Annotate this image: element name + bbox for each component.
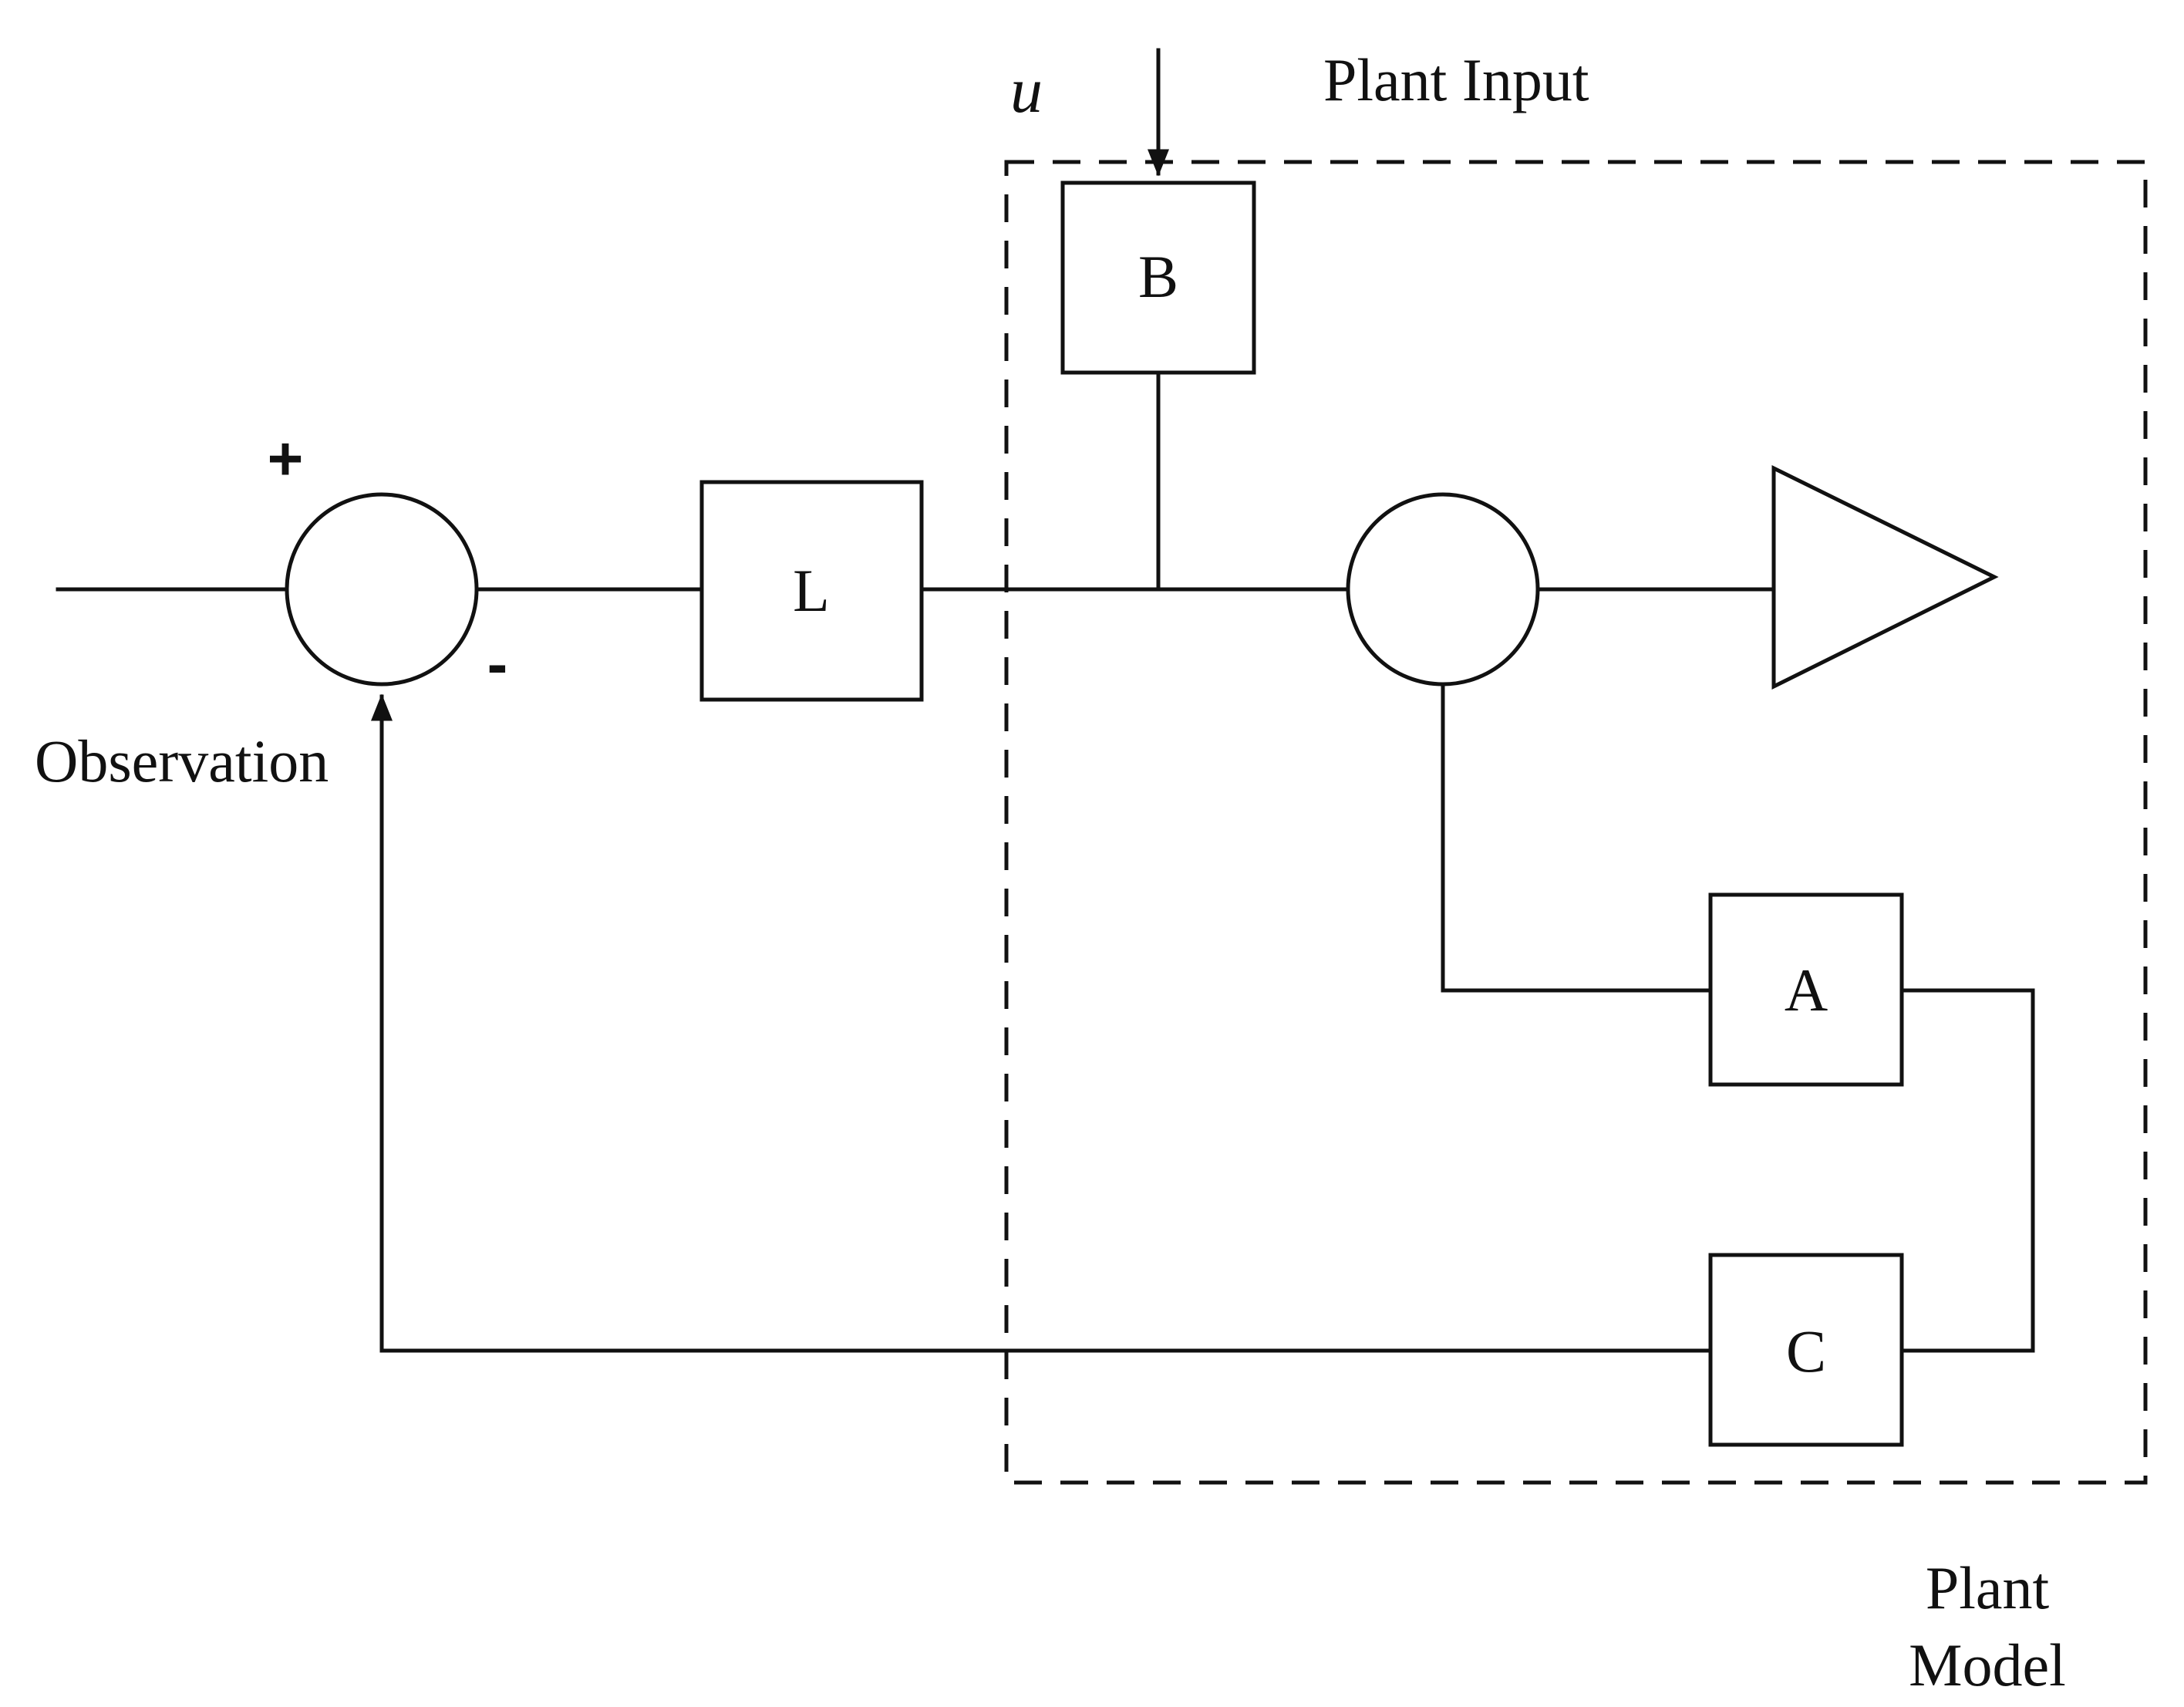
minus-sign: - [487, 629, 508, 698]
a-to-c-line [1899, 988, 2035, 1353]
c-block-label: C [1786, 1317, 1826, 1385]
plant-model-label-line2: Model [1909, 1631, 2066, 1699]
integrator-triangle [1771, 464, 1999, 690]
feedback-line [371, 693, 1713, 1353]
sum-to-a-line [1441, 682, 1713, 993]
a-state-block [1708, 892, 1904, 1087]
b-block-label: B [1138, 243, 1178, 310]
plus-sign: + [268, 424, 304, 493]
l-gain-block [699, 480, 924, 702]
input-u-label: u [1010, 55, 1043, 127]
a-block-label: A [1785, 956, 1828, 1024]
plant-model-label-line1: Plant [1926, 1554, 2050, 1621]
l-block-label: L [793, 557, 830, 624]
summing-junction-state [1346, 492, 1540, 687]
summing-junction-error [285, 492, 479, 687]
observation-label: Observation [35, 727, 329, 794]
plant-model-boundary [1004, 160, 2148, 1485]
plant-input-label: Plant Input [1323, 46, 1589, 113]
